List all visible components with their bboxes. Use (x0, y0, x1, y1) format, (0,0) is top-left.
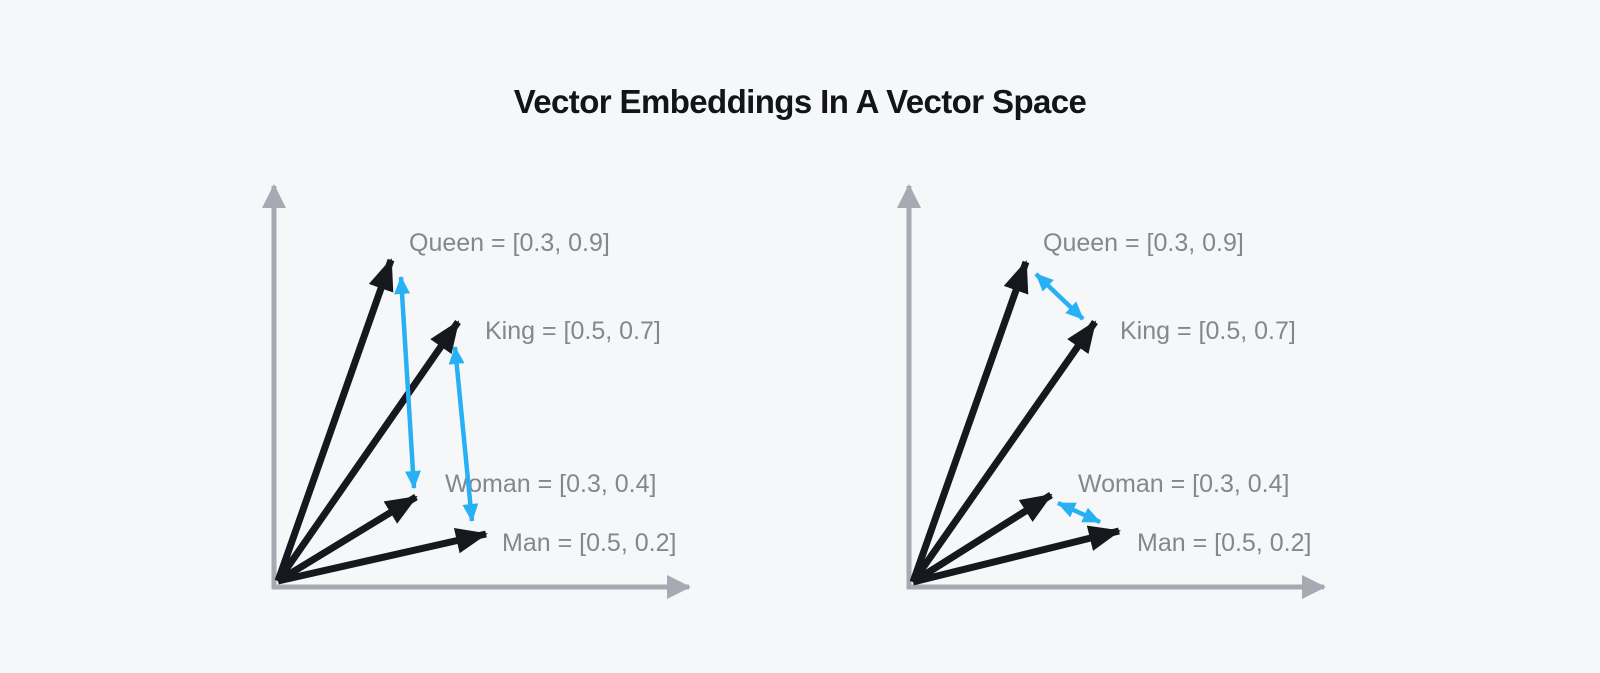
similarity-arrow-queen-king-right (1034, 272, 1085, 321)
similarity-arrow-king-man-left (448, 346, 479, 522)
label-woman-left: Woman = [0.3, 0.4] (445, 470, 656, 498)
label-queen-left: Queen = [0.3, 0.9] (409, 229, 610, 257)
similarity-arrow-woman-man-right (1057, 500, 1101, 525)
label-king-left: King = [0.5, 0.7] (485, 317, 661, 345)
vector-queen-right (909, 260, 1030, 584)
vector-man-left (277, 527, 488, 585)
vector-woman-right (911, 492, 1053, 585)
label-woman-right: Woman = [0.3, 0.4] (1078, 470, 1289, 498)
similarity-arrow-queen-woman-left (394, 276, 421, 489)
vector-queen-left (274, 258, 395, 583)
label-queen-right: Queen = [0.3, 0.9] (1043, 229, 1244, 257)
vector-space-panel-left: Queen = [0.3, 0.9] King = [0.5, 0.7] Woman… (262, 184, 691, 599)
label-man-left: Man = [0.5, 0.2] (502, 529, 676, 557)
diagram-title: Vector Embeddings In A Vector Space (513, 83, 1087, 120)
vector-king-right (910, 319, 1098, 585)
vector-king-left (275, 320, 461, 583)
vector-space-panel-right: Queen = [0.3, 0.9] King = [0.5, 0.7] Woman… (897, 184, 1326, 599)
label-man-right: Man = [0.5, 0.2] (1137, 529, 1311, 557)
vector-woman-left (276, 494, 418, 584)
label-king-right: King = [0.5, 0.7] (1120, 317, 1296, 345)
vector-man-right (912, 525, 1121, 586)
